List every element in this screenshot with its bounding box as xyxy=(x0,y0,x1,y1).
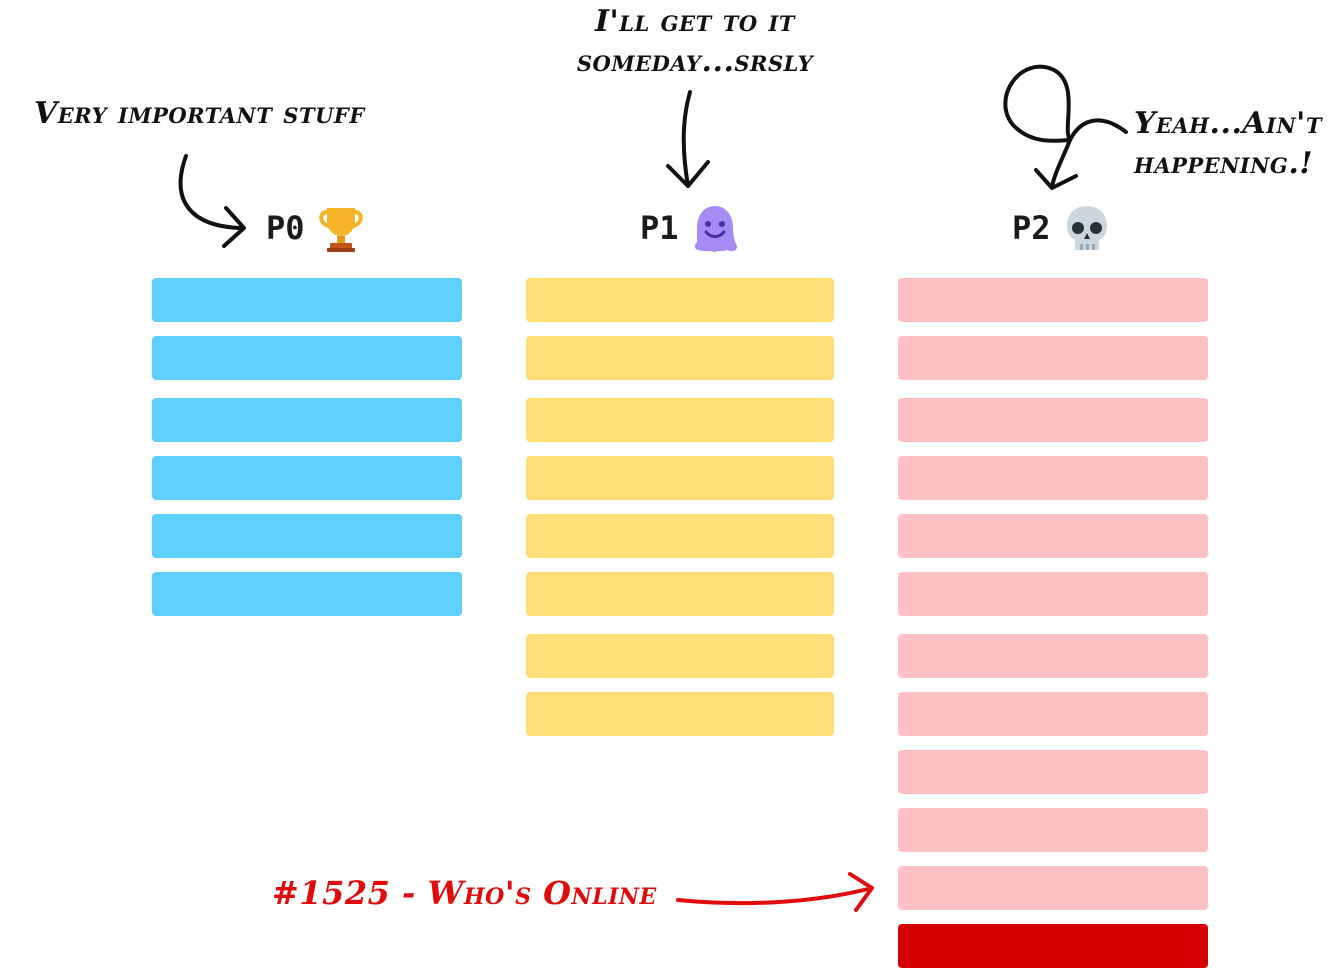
task-card-p1-8[interactable] xyxy=(526,692,834,736)
column-label-p2: P2 xyxy=(1012,209,1051,247)
task-card-p0-5[interactable] xyxy=(152,514,462,558)
p1-arrowhead xyxy=(666,160,710,188)
p2-annotation-line2: happening.! xyxy=(1134,146,1313,181)
task-card-p1-6[interactable] xyxy=(526,572,834,616)
task-card-p2-4[interactable] xyxy=(898,456,1208,500)
task-card-p2-11[interactable] xyxy=(898,866,1208,910)
p2-arrowhead xyxy=(1034,168,1078,190)
task-card-p1-2[interactable] xyxy=(526,336,834,380)
task-card-p1-3[interactable] xyxy=(526,398,834,442)
column-label-p0: P0 xyxy=(266,209,305,247)
task-card-p2-1[interactable] xyxy=(898,278,1208,322)
p0-annotation: Very important stuff xyxy=(34,96,365,131)
p0-arrowhead xyxy=(222,206,246,248)
column-header-p2: P2 xyxy=(1012,200,1111,256)
task-card-p2-2[interactable] xyxy=(898,336,1208,380)
task-card-p0-4[interactable] xyxy=(152,456,462,500)
task-card-p2-10[interactable] xyxy=(898,808,1208,852)
task-card-p2-9[interactable] xyxy=(898,750,1208,794)
p2-annotation-line1: Yeah...Ain't xyxy=(1134,106,1322,141)
annotation-arrows xyxy=(178,64,1128,912)
p1-annotation-line1: I'll get to it xyxy=(594,4,796,39)
task-card-p0-3[interactable] xyxy=(152,398,462,442)
trophy-icon xyxy=(318,208,363,252)
task-card-p1-1[interactable] xyxy=(526,278,834,322)
task-card-p1-5[interactable] xyxy=(526,514,834,558)
column-label-p1: P1 xyxy=(640,209,679,247)
p2-annotation: Yeah...Ain't happening.! xyxy=(1134,104,1322,184)
p0-arrow xyxy=(178,154,242,230)
callout-arrow xyxy=(676,886,874,906)
task-card-p1-7[interactable] xyxy=(526,634,834,678)
highlighted-task-card[interactable] xyxy=(898,924,1208,968)
skull-icon xyxy=(1066,206,1107,250)
task-card-p2-8[interactable] xyxy=(898,692,1208,736)
callout-annotation: #1525 - Who's Online xyxy=(272,874,657,912)
column-header-p1: P1 xyxy=(640,200,739,256)
task-card-p0-2[interactable] xyxy=(152,336,462,380)
p1-arrow xyxy=(681,90,692,188)
task-card-p0-1[interactable] xyxy=(152,278,462,322)
p1-annotation-line2: someday...srsly xyxy=(576,44,814,79)
task-card-p2-6[interactable] xyxy=(898,572,1208,616)
task-card-p2-7[interactable] xyxy=(898,634,1208,678)
task-card-p2-5[interactable] xyxy=(898,514,1208,558)
task-card-p1-4[interactable] xyxy=(526,456,834,500)
task-card-p2-3[interactable] xyxy=(898,398,1208,442)
column-header-p0: P0 xyxy=(266,200,365,256)
melting-face-icon xyxy=(694,206,737,252)
task-card-p0-6[interactable] xyxy=(152,572,462,616)
p2-arrow xyxy=(1003,64,1128,188)
callout-arrowhead xyxy=(848,872,874,912)
p1-annotation: I'll get to it someday...srsly xyxy=(560,2,830,82)
